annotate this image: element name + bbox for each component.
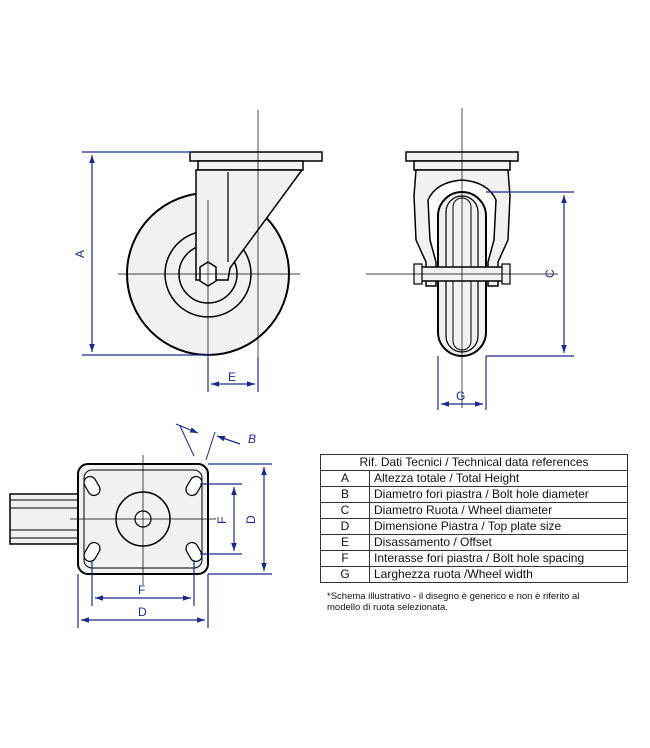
ref-description: Disassamento / Offset (369, 534, 628, 551)
caster-front-view: C G (366, 108, 574, 410)
ref-letter: C (320, 502, 370, 519)
ref-description: Altezza totale / Total Height (369, 470, 628, 487)
caster-side-view: A E (73, 110, 323, 392)
dim-b-label: B (248, 432, 256, 446)
table-row: B Diametro fori piastra / Bolt hole diam… (320, 486, 628, 503)
ref-description: Diametro Ruota / Wheel diameter (369, 502, 628, 519)
ref-description: Interasse fori piastra / Bolt hole spaci… (369, 550, 628, 567)
note-line-1: *Schema illustrativo - il disegno è gene… (327, 591, 580, 602)
dim-e-label: E (228, 370, 236, 384)
dim-a-label: A (73, 250, 87, 258)
dim-d-horizontal-label: D (138, 605, 147, 619)
dim-f-vertical-label: F (215, 517, 229, 524)
ref-description: Larghezza ruota /Wheel width (369, 566, 628, 583)
dim-c-label: C (543, 269, 557, 278)
caster-top-view: B F D F D (9, 423, 272, 628)
table-row: A Altezza totale / Total Height (320, 470, 628, 487)
ref-letter: E (320, 534, 370, 551)
note-line-2: modello di ruota selezionata. (327, 602, 448, 613)
table-header-row: Rif. Dati Tecnici / Technical data refer… (320, 454, 628, 471)
ref-letter: B (320, 486, 370, 503)
dim-b-line-right (216, 435, 241, 445)
bolt-hole-top-right (185, 475, 203, 497)
bolt-hole-bottom-left (83, 541, 101, 563)
table-header: Rif. Dati Tecnici / Technical data refer… (320, 454, 628, 471)
ref-letter: G (320, 566, 370, 583)
bolt-hole-bottom-right (185, 541, 203, 563)
table-row: F Interasse fori piastra / Bolt hole spa… (320, 550, 628, 567)
disclaimer-note: *Schema illustrativo - il disegno è gene… (327, 591, 627, 613)
table-row: G Larghezza ruota /Wheel width (320, 566, 628, 583)
ref-letter: D (320, 518, 370, 535)
ref-letter: A (320, 470, 370, 487)
dim-d-vertical-label: D (244, 515, 258, 524)
side-swivel-head (197, 160, 304, 171)
table-row: C Diametro Ruota / Wheel diameter (320, 502, 628, 519)
table-row: E Disassamento / Offset (320, 534, 628, 551)
ref-description: Diametro fori piastra / Bolt hole diamet… (369, 486, 628, 503)
bolt-hole-top-left (83, 475, 101, 497)
dim-f-horizontal-label: F (138, 583, 145, 597)
ref-letter: F (320, 550, 370, 567)
ref-description: Dimensione Piastra / Top plate size (369, 518, 628, 535)
side-top-plate (189, 151, 323, 162)
dim-b-line-left (175, 423, 199, 434)
top-view-wheel (9, 493, 79, 545)
technical-data-table: Rif. Dati Tecnici / Technical data refer… (320, 454, 628, 583)
table-row: D Dimensione Piastra / Top plate size (320, 518, 628, 535)
dim-g-label: G (456, 389, 465, 403)
